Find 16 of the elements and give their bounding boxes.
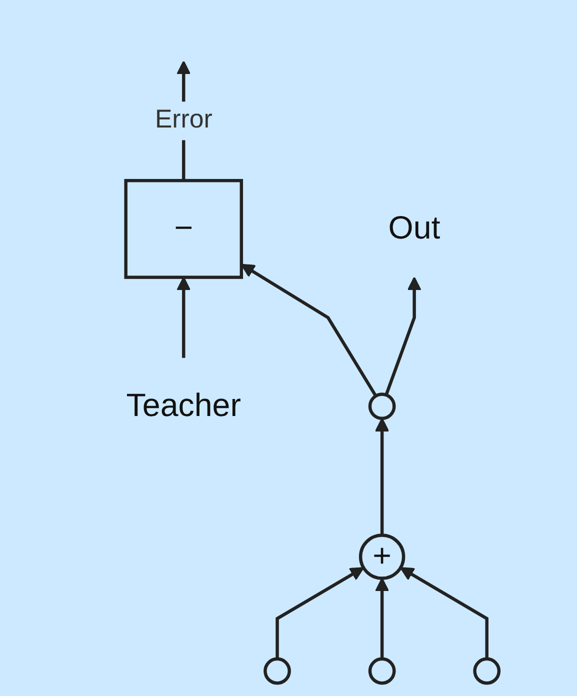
node-circle [368, 657, 396, 685]
node-box: − [124, 178, 244, 279]
node-circle [368, 392, 396, 420]
edge-label: Error [155, 106, 212, 134]
arrow [176, 276, 191, 358]
arrow [400, 567, 489, 659]
arrow [276, 567, 364, 659]
arrow [375, 418, 390, 536]
node-text: Teacher [126, 388, 242, 424]
arrow [375, 578, 390, 659]
node-circle [264, 657, 292, 685]
node-circle: + [359, 534, 406, 580]
node-text: Out [388, 211, 440, 247]
arrow [240, 264, 378, 397]
arrow [384, 276, 422, 396]
node-circle [473, 657, 501, 685]
